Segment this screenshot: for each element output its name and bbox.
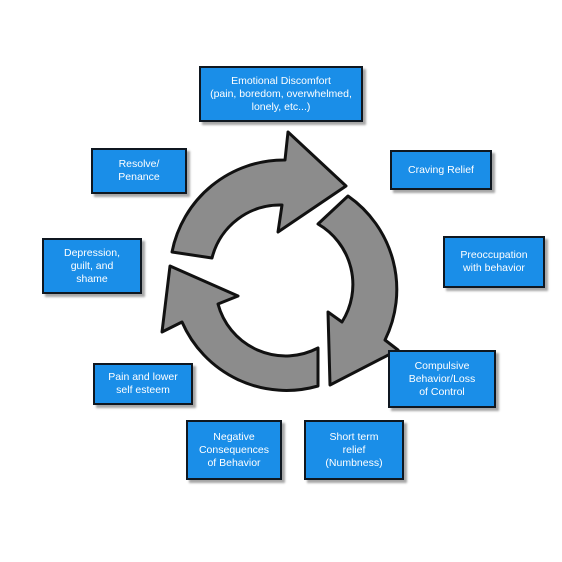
step-craving-relief: Craving Relief	[390, 150, 492, 190]
step-preoccupation: Preoccupation with behavior	[443, 236, 545, 288]
step-compulsive-behavior: Compulsive Behavior/Loss of Control	[388, 350, 496, 408]
step-negative-consequences: Negative Consequences of Behavior	[186, 420, 282, 480]
step-emotional-discomfort: Emotional Discomfort (pain, boredom, ove…	[199, 66, 363, 122]
cycle-arrow-right	[316, 194, 400, 387]
step-pain-lower-self-esteem: Pain and lower self esteem	[93, 363, 193, 405]
step-depression-guilt-shame: Depression, guilt, and shame	[42, 238, 142, 294]
step-resolve-penance: Resolve/ Penance	[91, 148, 187, 194]
step-short-term-relief: Short term relief (Numbness)	[304, 420, 404, 480]
cycle-arrow-top	[170, 130, 348, 260]
cycle-arrow-left	[160, 264, 320, 392]
